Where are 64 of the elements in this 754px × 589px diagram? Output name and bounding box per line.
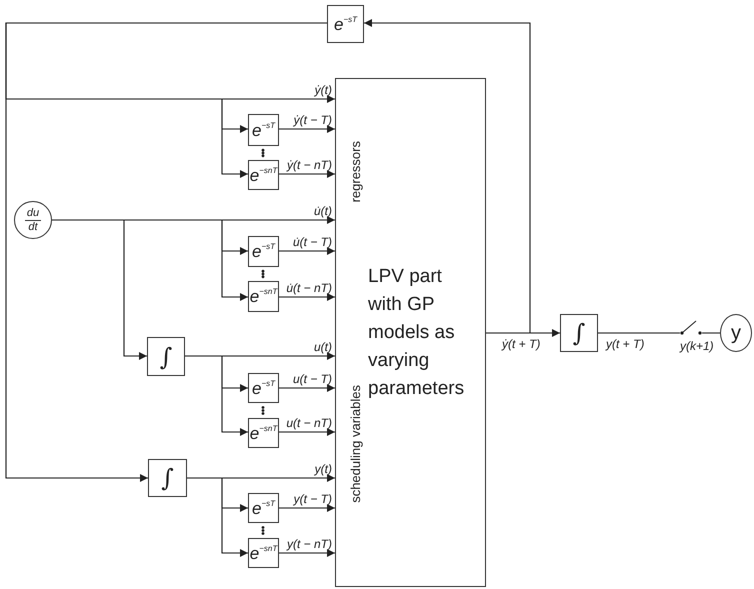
integral-sign: ∫ [161,466,174,490]
signal-label: y(t + T) [606,338,644,350]
signal-line [598,332,680,334]
delay-block [327,5,364,43]
signal-label: u(t − nT) [286,417,332,429]
signal-arrow [279,428,335,436]
signal-label: u(t) [314,341,332,353]
signal-label: u̇(t − T) [292,236,332,248]
signal-label: u̇(t) [314,205,332,217]
signal-label: ẏ(t − T) [294,114,332,126]
integrator-block [148,459,187,497]
transfer-function: e$^{−snT}$ [250,288,278,305]
sample-label: y(k+1) [680,340,714,352]
signal-arrow [187,477,248,557]
transfer-function: e$^{−sT}$ [334,16,358,32]
signal-arrow [279,170,335,178]
signal-arrow [279,504,335,512]
integrator-block [147,337,185,376]
transfer-function: e$^{−snT}$ [250,166,278,184]
signal-line [702,332,720,334]
integral-sign: ∫ [160,344,172,368]
signal-label: ẏ(t + T) [502,338,540,350]
derivative-circle [14,201,52,239]
signal-arrow [486,329,560,337]
output-circle [720,314,752,352]
integrator-block [560,314,598,352]
signal-arrow [279,549,335,557]
signal-arrow [364,19,531,334]
delay-block [248,418,279,448]
transfer-function: e$^{−snT}$ [250,424,278,442]
transfer-function: e$^{−snT}$ [250,544,278,562]
signal-arrow [185,355,248,436]
transfer-function: e$^{−sT}$ [252,380,276,396]
transfer-function: e$^{−sT}$ [252,500,276,516]
signal-label: y(t) [314,463,332,475]
signal-label: u(t − T) [292,373,332,385]
output-label: y [731,323,741,343]
delay-block [248,281,279,312]
lpv-model-block [335,78,486,587]
delay-block [248,114,279,146]
integral-sign: ∫ [572,321,586,345]
signal-arrow [52,219,147,360]
transfer-function: e$^{−sT}$ [252,122,276,138]
rotated-label: regressors [348,141,363,202]
block-title: LPV part with GP models as varying parameters [368,265,466,401]
signal-label: y(t − nT) [286,538,332,550]
signal-arrow [279,384,335,392]
signal-label: y(t − T) [294,493,332,505]
signal-label: u̇(t − nT) [286,282,332,294]
signal-arrow [279,293,335,301]
fraction-numerator: du [24,207,42,220]
transfer-function: e$^{−sT}$ [252,243,276,260]
rotated-label: scheduling variables [348,385,363,503]
delay-block [248,236,279,267]
sampler-switch [680,319,702,335]
signal-arrow [279,247,335,255]
delay-block [248,538,279,568]
signal-label: ẏ(t) [314,84,332,96]
delay-block [248,160,279,190]
delay-block [248,493,279,523]
delay-block [248,373,279,403]
signal-arrow [279,125,335,133]
signal-label: ẏ(t − nT) [286,159,332,171]
fraction-denominator: dt [28,220,38,233]
